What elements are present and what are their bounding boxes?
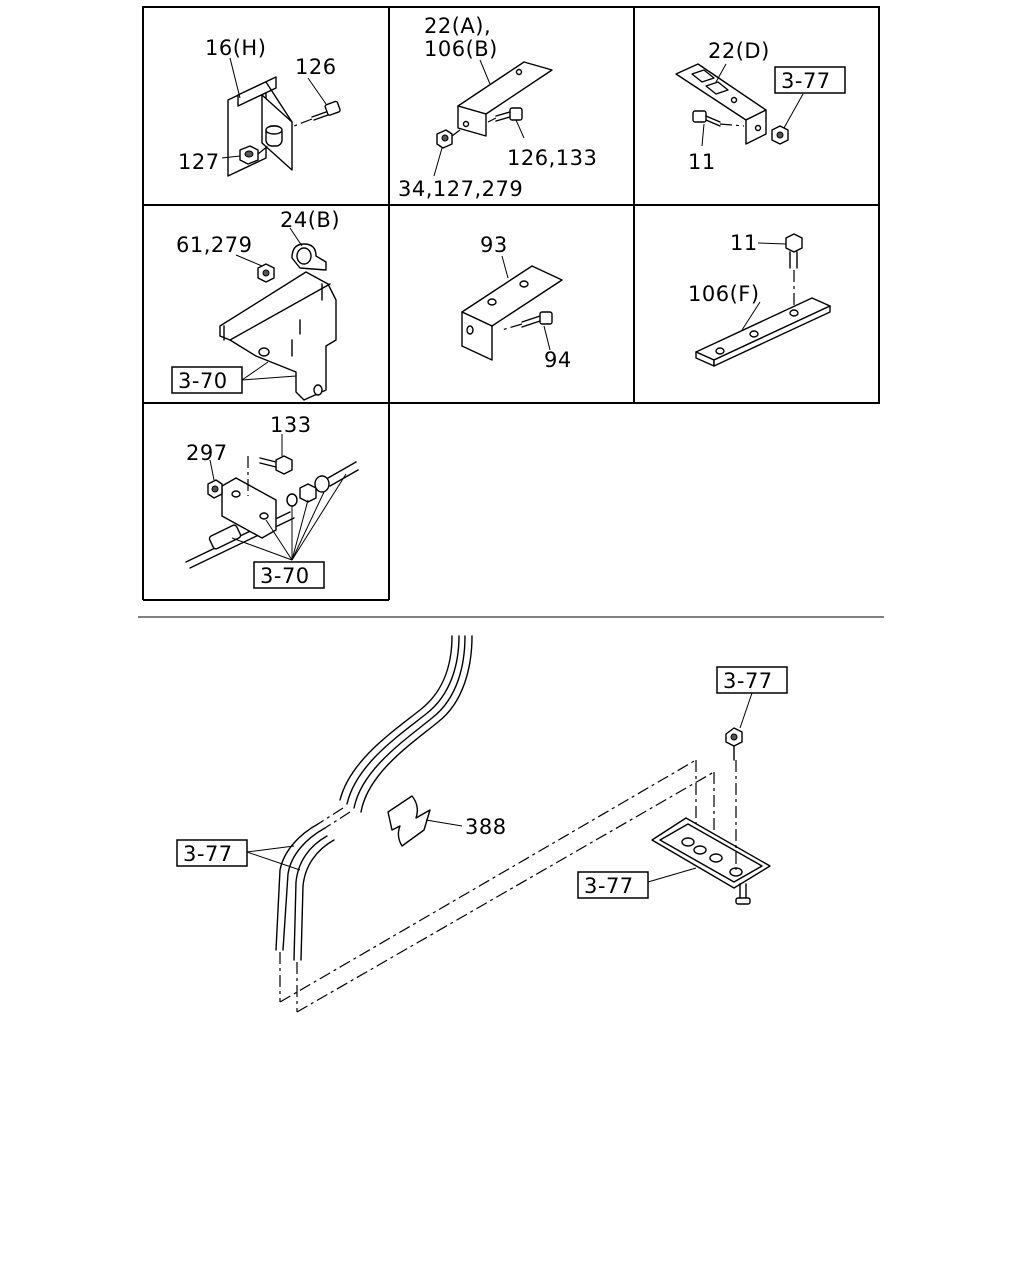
ref-3-70-lower-label: 3-70 (260, 564, 310, 588)
bracket-22a-drawing (436, 61, 553, 149)
nut-34-drawing (436, 129, 461, 149)
nut-127-drawing (239, 145, 269, 165)
bolt-11-drawing (785, 233, 803, 308)
label-22d: 22(D) (708, 39, 770, 63)
nut-3-77-drawing (771, 125, 789, 145)
ref-box-3-77-top (716, 666, 788, 694)
bracket-22d-drawing (675, 63, 789, 145)
label-126: 126 (295, 55, 337, 79)
cable-bracket-drawing (185, 455, 359, 569)
label-133: 133 (270, 413, 312, 437)
label-11: 11 (688, 150, 716, 174)
ref-3-77-label: 3-77 (781, 69, 831, 93)
label-297: 297 (186, 441, 228, 465)
label-22a: 22(A), (424, 14, 491, 38)
panel-3: 22(D) 3-77 11 (675, 39, 846, 174)
label-16h: 16(H) (205, 36, 266, 60)
label-61-279: 61,279 (176, 233, 252, 257)
nut-top-drawing (725, 727, 743, 870)
ref-3-70-label: 3-70 (178, 369, 228, 393)
panel-4: 24(B) 61,279 3-70 (171, 208, 340, 401)
label-127: 127 (178, 150, 220, 174)
pipe-pair-drawing (275, 635, 715, 1013)
label-106f: 106(F) (688, 282, 760, 306)
panel-2: 22(A), 106(B) 126,133 34,127,279 (398, 14, 597, 201)
label-11-bolt: 11 (730, 231, 758, 255)
ref-box-3-70 (171, 366, 243, 394)
label-34-127-279: 34,127,279 (398, 177, 523, 201)
bolt-bottom-drawing (735, 883, 751, 905)
bracket-93-drawing (461, 265, 563, 361)
clamp-24b-drawing (291, 243, 327, 271)
panel-6: 11 106(F) (688, 231, 831, 367)
bracket-24b-drawing (219, 243, 337, 401)
ref-3-77-left-label: 3-77 (183, 842, 233, 866)
bolt-133-drawing (259, 455, 293, 475)
clip-388-drawing (387, 795, 431, 847)
bolt-126-drawing (293, 100, 341, 127)
bolt-126-133-drawing (487, 107, 523, 123)
main-assembly: 3-77 388 3-77 3-77 (176, 635, 788, 1013)
ref-box-3-77 (774, 66, 846, 94)
nut-61-drawing (257, 263, 275, 283)
panel-7: 133 297 3-70 (185, 413, 359, 589)
bracket-16h-drawing (227, 76, 341, 177)
ref-box-3-77-left (176, 839, 248, 867)
bolt-11-drawing (692, 110, 745, 127)
bolt-94-drawing (501, 311, 553, 331)
panel-1: 16(H) 126 127 (178, 36, 341, 177)
ref-box-3-70-lower (253, 561, 325, 589)
label-94: 94 (544, 348, 572, 372)
label-126-133: 126,133 (507, 146, 597, 170)
plate-106f-drawing (695, 233, 831, 367)
ref-3-77-bottom-label: 3-77 (584, 874, 634, 898)
ref-box-3-77-bottom (577, 871, 649, 899)
panel-grid (138, 6, 884, 618)
label-93: 93 (480, 233, 508, 257)
panel-5: 93 94 (461, 233, 572, 372)
label-24b: 24(B) (280, 208, 340, 232)
nut-297-drawing (207, 479, 223, 499)
label-106b: 106(B) (424, 37, 498, 61)
ref-3-77-top-label: 3-77 (723, 669, 773, 693)
label-388: 388 (465, 815, 507, 839)
plate-assembly-drawing (651, 727, 771, 905)
